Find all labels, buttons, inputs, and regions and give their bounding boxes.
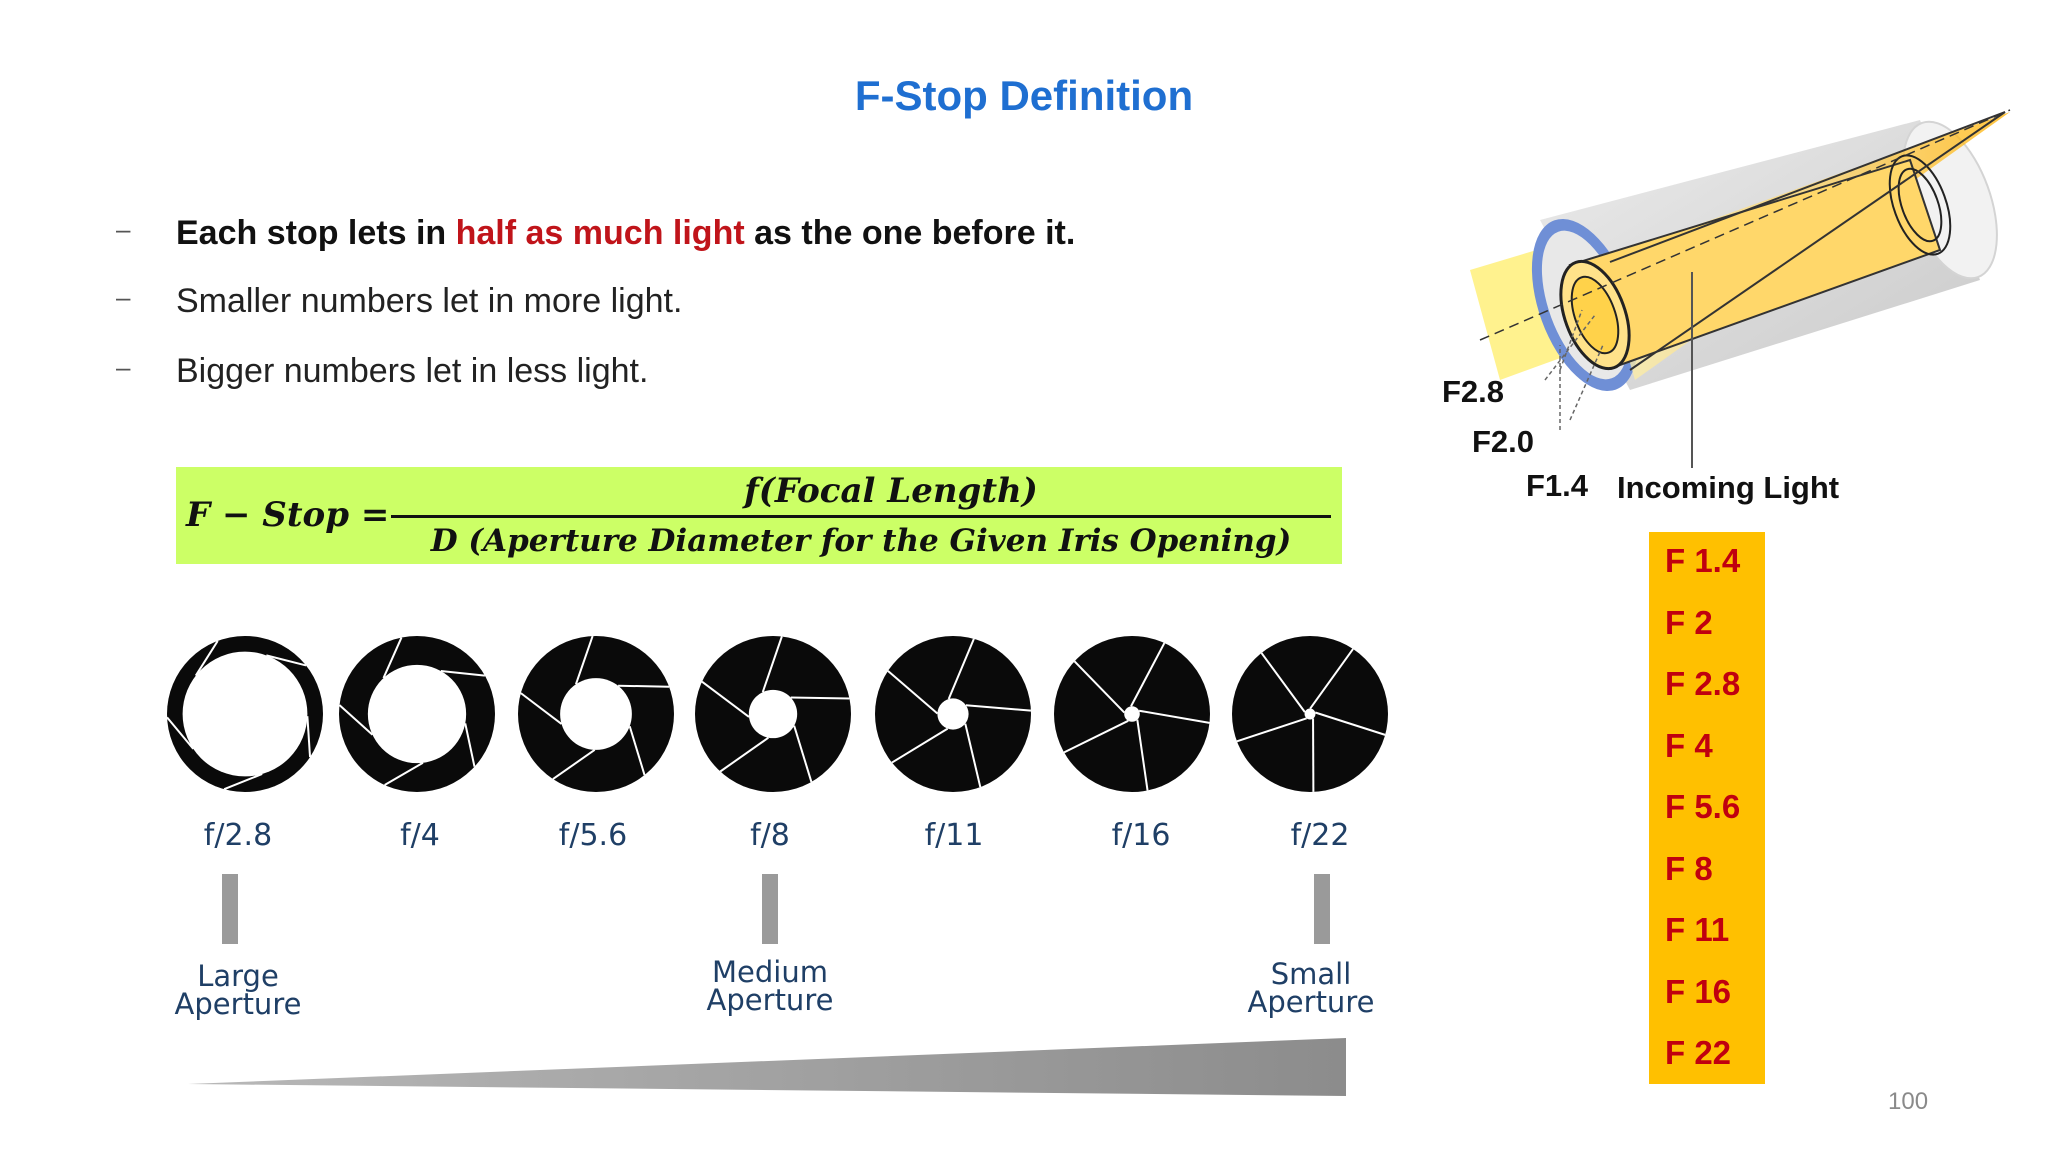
bullet-highlight: half as much light [455, 214, 745, 252]
large-aperture-tick [222, 874, 238, 944]
fstop-list-item: F 8 [1665, 849, 1713, 887]
small-aperture-label-line2: Aperture [1247, 985, 1375, 1019]
lens-diagram [1470, 109, 2011, 468]
aperture-blades [338, 636, 495, 792]
medium-aperture-label-line2: Aperture [706, 983, 834, 1017]
bullet-text-post: as the one before it. [744, 214, 1076, 252]
aperture-blades [695, 636, 851, 792]
small-aperture-tick [1314, 874, 1330, 944]
formula-box: F − Stop = f(Focal Length) D (Aperture D… [176, 467, 1342, 564]
large-aperture-label-line2: Aperture [174, 987, 302, 1021]
fstop-list-item: F 2.8 [1665, 665, 1741, 702]
fstop-list-box: F 1.4 F 2 F 2.8 F 4 F 5.6 F 8 F 11 F 16 F 22 [1649, 532, 1765, 1084]
bullet-text: Each stop lets in half as much light as … [176, 214, 1075, 253]
small-aperture-label: Small Aperture [1247, 957, 1375, 1019]
medium-aperture-label: Medium Aperture [706, 955, 834, 1017]
diagram-label-f14: F1.4 [1526, 468, 1589, 503]
formula-numerator: f(Focal Length) [744, 471, 1038, 511]
aperture-size-wedge [188, 1038, 1346, 1096]
fstop-list-item: F 4 [1665, 726, 1713, 764]
fstop-list-item: F 16 [1665, 972, 1732, 1010]
bullet-text: Bigger numbers let in less light. [176, 352, 649, 390]
bullet-dash: – [116, 214, 131, 244]
bullet-dash: – [116, 282, 131, 312]
aperture-blades [166, 636, 323, 792]
aperture-caption: f/22 [1290, 818, 1350, 853]
aperture-blades [518, 635, 674, 792]
aperture-caption: f/8 [750, 818, 790, 853]
medium-aperture-label-line1: Medium [712, 955, 828, 989]
large-aperture-label: Large Aperture [174, 959, 302, 1021]
diagram-label-incoming-light: Incoming Light [1617, 470, 1840, 505]
aperture-blades [875, 636, 1032, 792]
fstop-list-item: F 2 [1665, 603, 1713, 641]
bullet-text: Smaller numbers let in more light. [176, 282, 683, 320]
fstop-list-item: F 11 [1665, 911, 1730, 948]
aperture-caption: f/16 [1111, 818, 1171, 853]
large-aperture-label-line1: Large [197, 959, 279, 993]
aperture-caption: f/11 [924, 818, 984, 853]
formula-denominator: D (Aperture Diameter for the Given Iris … [430, 523, 1292, 559]
slide-title: F-Stop Definition [854, 72, 1194, 119]
aperture-caption: f/2.8 [203, 818, 273, 853]
small-aperture-label-line1: Small [1270, 957, 1352, 991]
fstop-list-item: F 22 [1665, 1034, 1732, 1071]
fstop-list-item: F 1.4 [1665, 542, 1741, 579]
fstop-list-item: F 5.6 [1665, 788, 1741, 825]
bullet-dash: – [116, 352, 131, 382]
aperture-blades [1232, 636, 1388, 792]
diagram-label-f28: F2.8 [1442, 374, 1505, 409]
aperture-blades [1054, 636, 1210, 792]
aperture-caption: f/5.6 [558, 818, 628, 853]
bullet-text-pre: Each stop lets in [176, 214, 456, 252]
formula-fraction-bar [391, 515, 1331, 518]
aperture-caption: f/4 [400, 818, 440, 853]
formula-lhs: F − Stop = [186, 495, 390, 535]
medium-aperture-tick [762, 874, 778, 944]
diagram-label-f20: F2.0 [1472, 424, 1535, 459]
page-number: 100 [1888, 1088, 1929, 1115]
